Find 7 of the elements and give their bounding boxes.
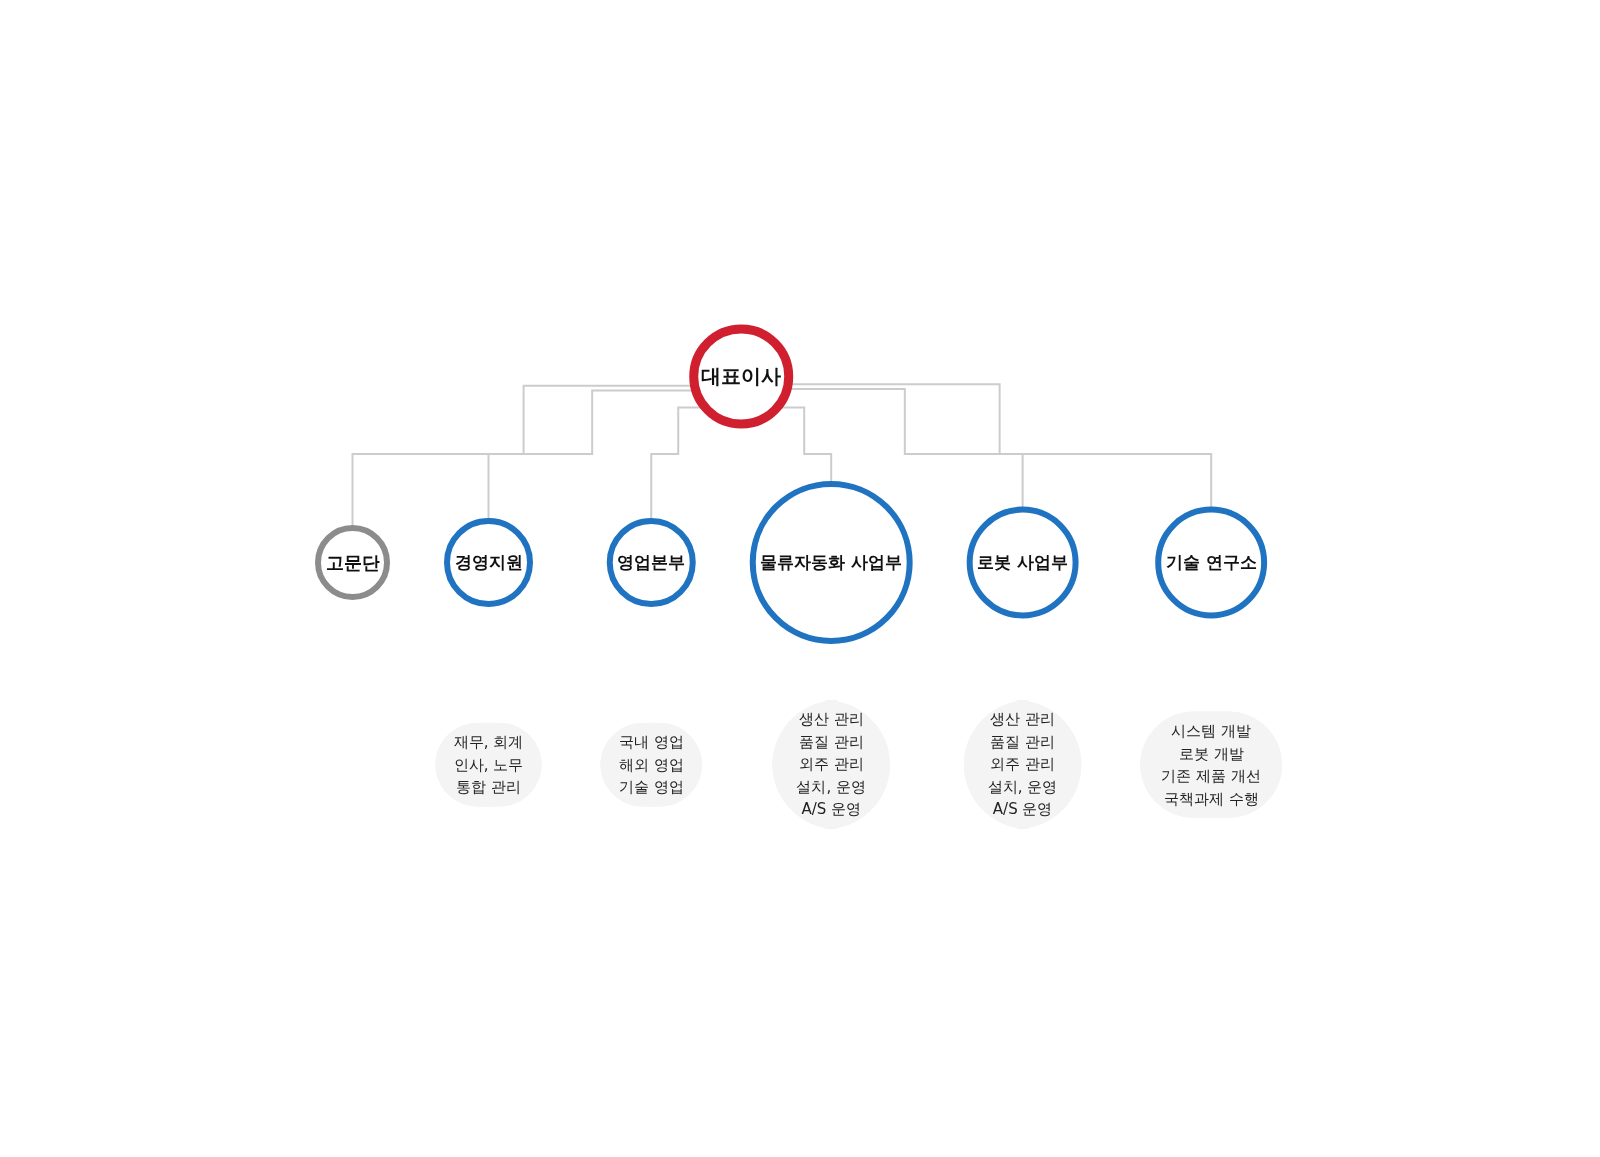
node-circle: 대표이사	[689, 324, 794, 429]
node-circle: 기술 연구소	[1155, 506, 1268, 619]
node-circle: 고문단	[315, 524, 391, 600]
node-circle: 물류자동화 사업부	[749, 480, 913, 644]
node-circle: 경영지원	[444, 517, 534, 607]
node-circle: 로봇 사업부	[966, 506, 1079, 619]
node-circle: 영업본부	[606, 517, 696, 607]
